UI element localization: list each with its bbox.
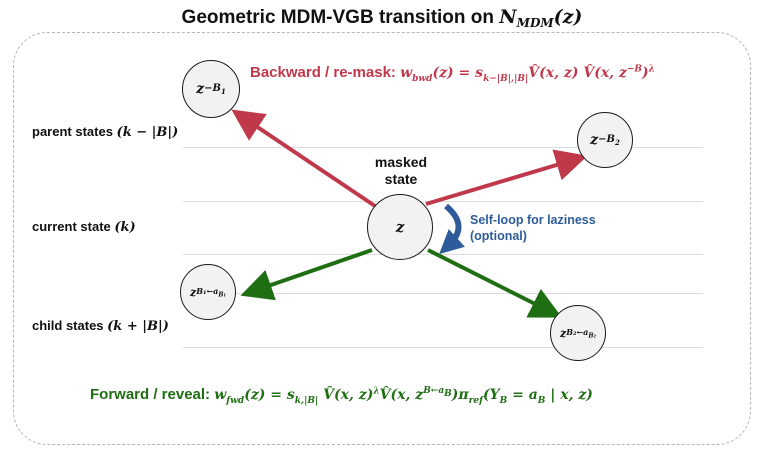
guide-line-child-bottom bbox=[183, 347, 703, 348]
title-math: NMDM(z) bbox=[499, 6, 583, 30]
forward-label: Forward / reveal: wfwd(z) = sk,|B| V̂(x,… bbox=[90, 386, 593, 406]
guide-line-current-top bbox=[183, 201, 703, 202]
guide-line-current-bottom bbox=[183, 254, 703, 255]
backward-equation: wbwd(z) = sk−|B|,|B|V̂(x, z) V̂(x, z−B)λ bbox=[400, 64, 655, 84]
arrow-to-child1 bbox=[240, 248, 373, 301]
arrow-to-parent1 bbox=[231, 109, 377, 208]
arrow-to-child2 bbox=[427, 248, 563, 318]
diagram-title: Geometric MDM-VGB transition on NMDM(z) bbox=[0, 6, 764, 30]
arrow-to-parent2 bbox=[425, 149, 588, 206]
guide-line-parent bbox=[183, 147, 703, 148]
node-parent-2: z−B2 bbox=[577, 112, 633, 168]
caption-line-1: masked bbox=[374, 154, 428, 170]
forward-equation: wfwd(z) = sk,|B| V̂(x, z)λV̂(x, zB←aB)πr… bbox=[214, 386, 593, 406]
title-text: Geometric MDM-VGB transition on bbox=[181, 7, 500, 28]
forward-label-text: Forward / reveal: bbox=[90, 386, 215, 403]
center-caption: masked state bbox=[370, 154, 432, 188]
self-loop-line-2: (optional) bbox=[470, 229, 527, 243]
self-loop-line-1: Self-loop for laziness bbox=[470, 213, 596, 227]
node-center-z: z bbox=[367, 194, 433, 260]
self-loop-label: Self-loop for laziness (optional) bbox=[470, 212, 596, 244]
row-label-current: current state (k) bbox=[32, 219, 136, 235]
dashed-frame bbox=[13, 32, 751, 445]
backward-label-text: Backward / re-mask: bbox=[250, 64, 401, 81]
backward-label: Backward / re-mask: wbwd(z) = sk−|B|,|B|… bbox=[250, 64, 655, 84]
node-parent-1: z−B1 bbox=[182, 60, 240, 118]
caption-line-2: state bbox=[384, 171, 418, 187]
row-label-child: child states (k + |B|) bbox=[32, 318, 169, 334]
guide-line-child bbox=[183, 293, 703, 294]
self-loop-arrow bbox=[439, 203, 465, 255]
row-label-parent: parent states (k − |B|) bbox=[32, 124, 179, 140]
